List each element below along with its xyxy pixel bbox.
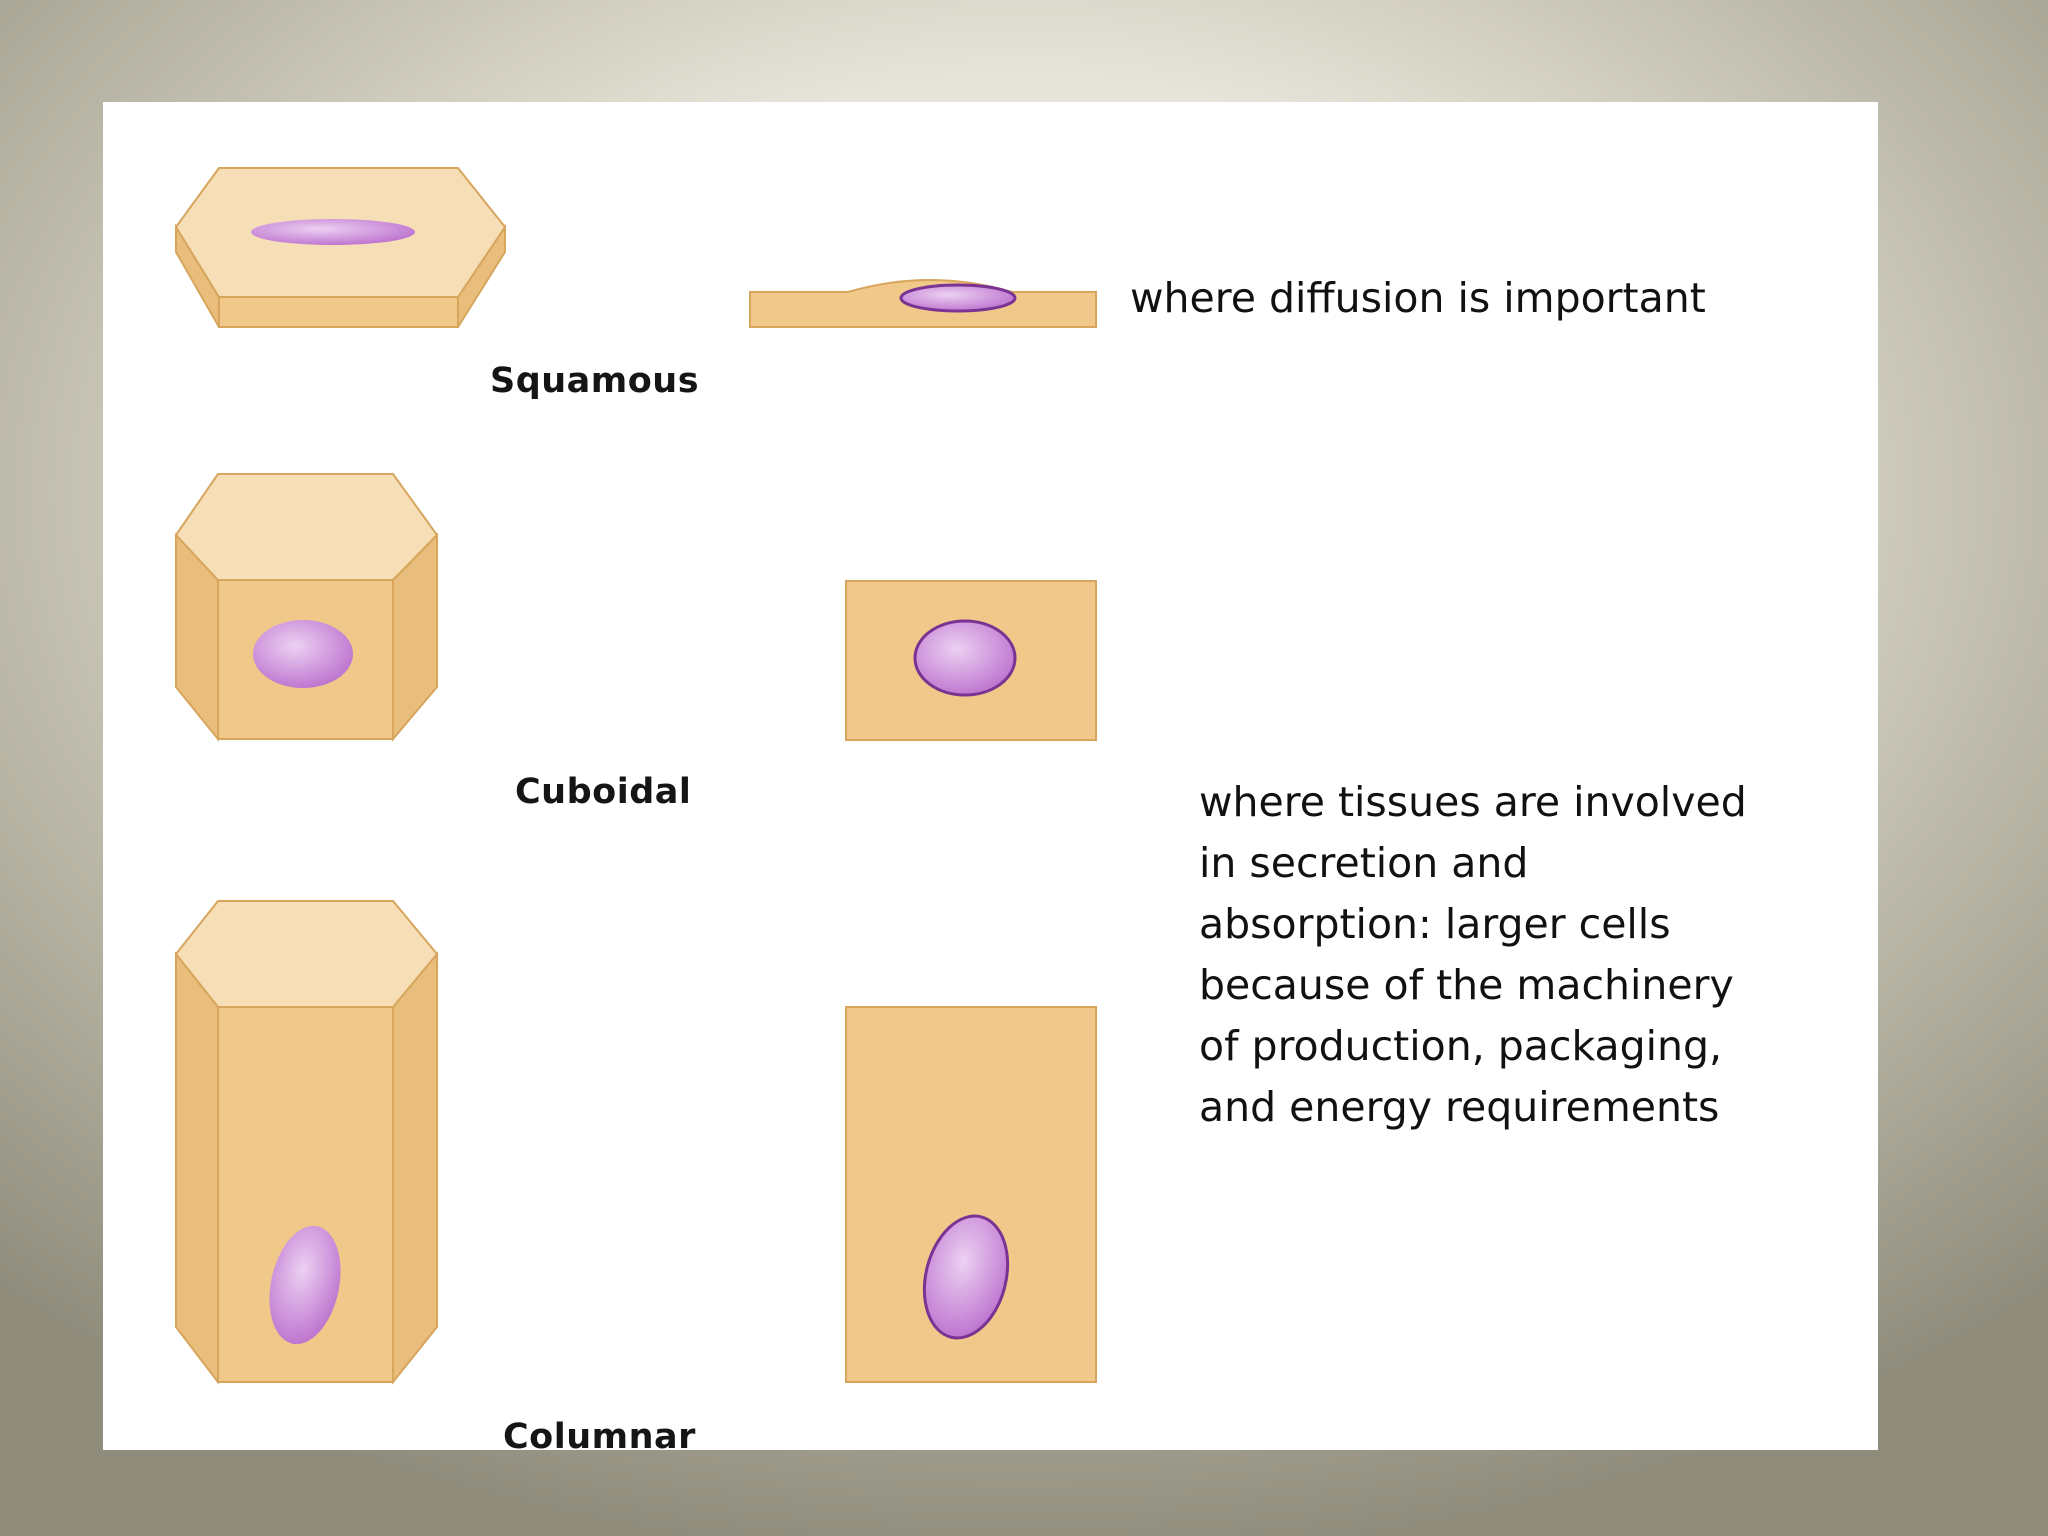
squamous-nucleus-side xyxy=(899,283,1017,313)
slide: Squamous Cuboidal Columnar where diffusi… xyxy=(103,102,1878,1450)
label-columnar: Columnar xyxy=(503,1417,696,1450)
columnar-nucleus-side xyxy=(922,1214,1010,1340)
cuboidal-nucleus-side xyxy=(913,619,1017,697)
label-squamous: Squamous xyxy=(490,361,700,401)
squamous-side-cell xyxy=(749,279,1097,328)
columnar-3d-cell xyxy=(174,900,439,1385)
cuboidal-side-cell xyxy=(845,580,1097,741)
squamous-nucleus-3d xyxy=(251,219,415,245)
cuboidal-3d-cell xyxy=(174,473,439,742)
squamous-description: where diffusion is important xyxy=(1130,274,1706,322)
columnar-nucleus-3d xyxy=(269,1225,341,1345)
columnar-side-cell xyxy=(845,1006,1097,1383)
epithelial-cell-diagram xyxy=(174,167,1097,1385)
cuboidal-nucleus-3d xyxy=(253,620,353,688)
secretion-absorption-note: where tissues are involved in secretion … xyxy=(1199,778,1747,1131)
label-cuboidal: Cuboidal xyxy=(515,772,692,812)
squamous-3d-cell xyxy=(174,167,507,328)
